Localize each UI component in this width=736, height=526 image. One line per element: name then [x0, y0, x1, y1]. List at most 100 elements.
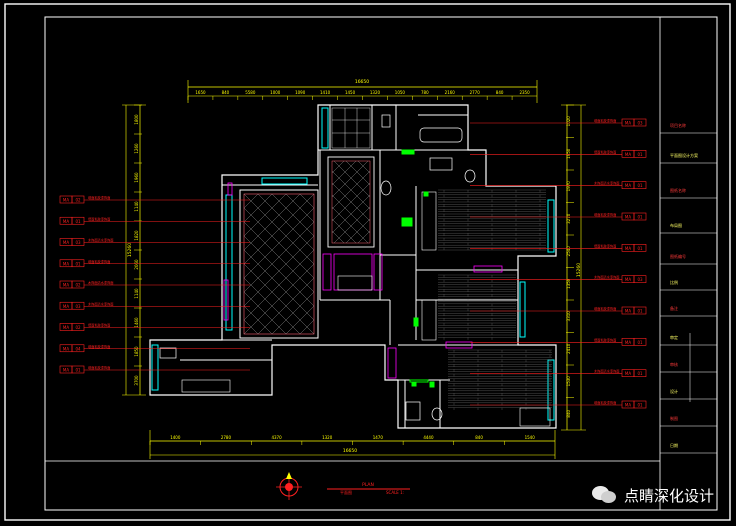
- exterior-wall: [149, 104, 557, 429]
- bottom-dim-label: 1470: [373, 435, 384, 440]
- callout-row: MA 01 墙面乳胶漆饰面: [59, 259, 250, 268]
- bottom-dim-label: 2780: [221, 435, 232, 440]
- title-block-row: 图纸编号: [670, 253, 686, 259]
- left-dim-label: 1460: [134, 317, 139, 328]
- right-dim-label: 1350: [566, 278, 571, 289]
- top-dim-label: 2770: [470, 90, 481, 95]
- callout-note: 木饰面清水漆饰面: [594, 369, 620, 374]
- right-dimension-chain: 15260 1020195019703270254013503310241015…: [561, 104, 586, 431]
- top-dim-label: 2160: [445, 90, 456, 95]
- plan-title: PLAN: [362, 482, 374, 488]
- callout-code: MA: [63, 240, 69, 245]
- callout-number: 03: [75, 240, 81, 245]
- left-dim-label: 1960: [134, 172, 139, 183]
- top-dim-label: 1000: [270, 90, 281, 95]
- top-dim-label: 2350: [519, 90, 530, 95]
- callout-code: MA: [625, 277, 631, 282]
- callout-number: 01: [637, 309, 643, 314]
- callout-note: 墙面乳胶漆饰面: [594, 243, 616, 248]
- callout-code: MA: [625, 121, 631, 126]
- title-block-row: 比例: [670, 279, 678, 285]
- left-dimension-chain: 15260 1800126019601140182020601140146018…: [122, 104, 146, 396]
- callout-code: MA: [625, 371, 631, 376]
- callout-note: 墙面乳胶漆饰面: [594, 118, 616, 123]
- bottom-dim-label: 1320: [322, 435, 333, 440]
- callout-code: MA: [63, 261, 69, 266]
- doors: [401, 149, 435, 388]
- title-block-row: 审核: [670, 361, 678, 367]
- title-block-row: 布局图: [670, 222, 682, 228]
- bathroom-tile-grid: [331, 107, 371, 149]
- callout-code: MA: [625, 246, 631, 251]
- callout-code: MA: [625, 309, 631, 314]
- callout-row: MA 03 木饰面清水漆饰面: [59, 238, 250, 246]
- left-dim-label: 1260: [134, 143, 139, 154]
- title-block-row: 日期: [670, 442, 678, 448]
- left-dim-label: 1800: [134, 114, 139, 125]
- callout-note: 墙面乳胶漆饰面: [88, 195, 110, 200]
- callout-note: 墙面乳胶漆饰面: [594, 149, 616, 154]
- callout-number: 02: [75, 198, 81, 203]
- callout-note: 墙面乳胶漆饰面: [88, 323, 110, 328]
- callout-note: 墙面乳胶漆饰面: [594, 337, 616, 342]
- callout-note: 木饰面清水漆饰面: [594, 275, 620, 280]
- callout-row: MA 02 墙面乳胶漆饰面: [59, 195, 250, 204]
- callout-number: 01: [637, 215, 643, 220]
- callout-note: 木饰面清水漆饰面: [88, 238, 114, 243]
- top-dim-label: 780: [421, 90, 429, 95]
- plan-scale: SCALE 1:: [386, 490, 404, 495]
- title-block-row: 项目名称: [670, 122, 686, 128]
- callout-code: MA: [63, 219, 69, 224]
- callout-number: 03: [637, 121, 643, 126]
- callout-note: 木饰面清水漆饰面: [594, 181, 620, 186]
- callout-code: MA: [63, 325, 69, 330]
- left-material-callouts: MA 02 墙面乳胶漆饰面 MA 01 墙面乳胶漆饰面 MA 03 木饰面清水漆饰面 MA 01 墙面…: [59, 195, 250, 374]
- dining-room-pattern: [327, 156, 375, 248]
- left-dim-label: 3700: [134, 375, 139, 386]
- right-dim-label: 1020: [566, 116, 571, 127]
- callout-number: 01: [75, 261, 81, 266]
- title-block-row: 审定: [670, 334, 678, 340]
- overall-width-label-bottom: 16650: [343, 448, 357, 454]
- callout-number: 01: [637, 183, 643, 188]
- callout-note: 墙面乳胶漆饰面: [88, 259, 110, 264]
- bottom-dim-label: 1400: [170, 435, 181, 440]
- right-dim-label: 2410: [566, 343, 571, 354]
- callout-number: 02: [75, 283, 81, 288]
- right-dim-label: 1530: [566, 376, 571, 387]
- callout-number: 01: [75, 368, 81, 373]
- top-dim-label: 1090: [295, 90, 306, 95]
- title-block-row: 制图: [670, 415, 678, 421]
- left-dim-label: 1140: [134, 201, 139, 212]
- right-dim-label: 3310: [566, 311, 571, 322]
- right-dim-label: 840: [566, 409, 571, 417]
- callout-number: 01: [637, 246, 643, 251]
- top-dim-label: 1650: [195, 90, 206, 95]
- right-dim-label: 2540: [566, 246, 571, 257]
- callout-code: MA: [625, 340, 631, 345]
- top-dim-label: 840: [496, 90, 504, 95]
- callout-row: 墙面乳胶漆饰面 MA 03: [470, 118, 647, 127]
- callout-number: 02: [75, 325, 81, 330]
- top-dim-label: 1050: [395, 90, 406, 95]
- plan-subtitle: 平面图: [340, 489, 352, 495]
- compass-symbol: [276, 472, 302, 500]
- bottom-dim-label: 4370: [271, 435, 282, 440]
- callout-code: MA: [63, 198, 69, 203]
- callout-code: MA: [625, 215, 631, 220]
- callout-note: 墙面乳胶漆饰面: [88, 365, 110, 370]
- left-dim-label: 1850: [134, 346, 139, 357]
- watermark-text: 点睛深化设计: [623, 486, 714, 505]
